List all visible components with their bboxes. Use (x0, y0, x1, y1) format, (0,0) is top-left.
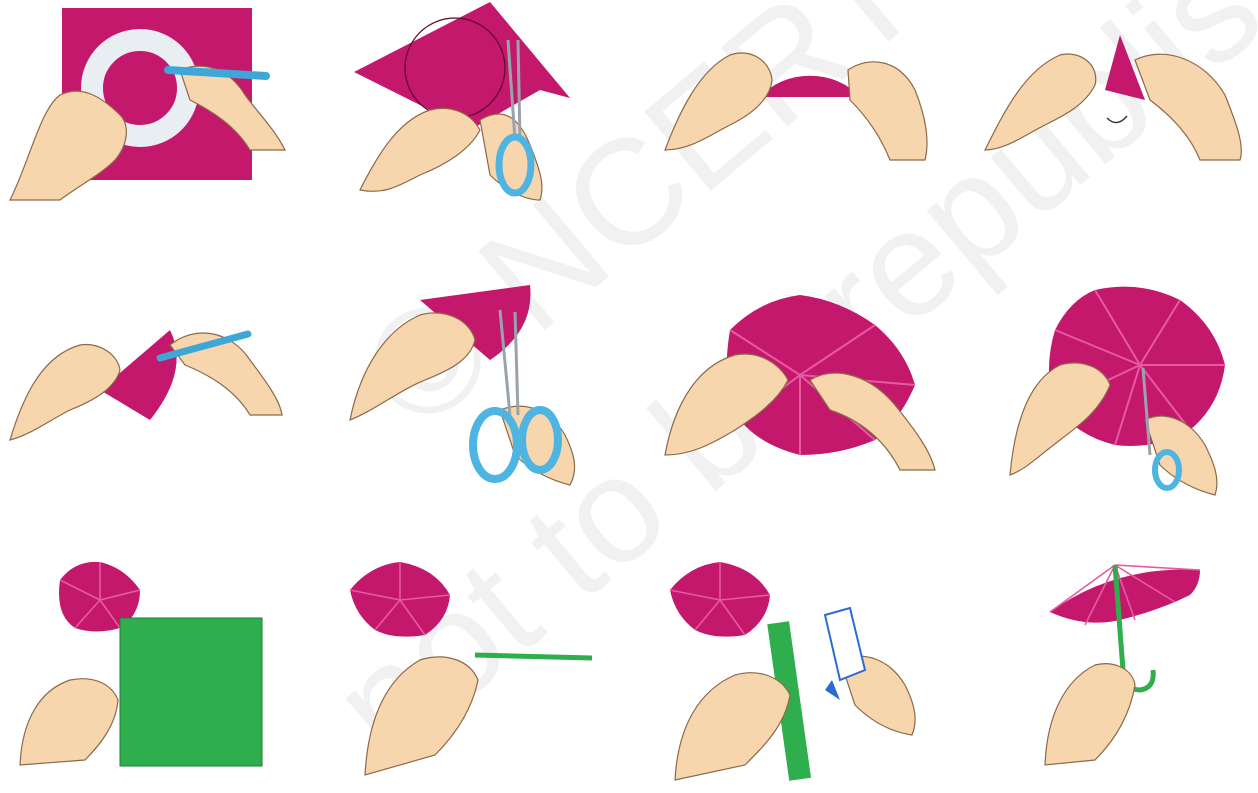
hand (20, 679, 118, 765)
left-hand (665, 53, 772, 150)
left-hand (10, 345, 120, 440)
green-paper-sheet (120, 618, 262, 766)
scissor-handle-left (473, 411, 517, 479)
half-circle (760, 76, 860, 97)
left-hand (360, 108, 480, 191)
step-12-finished-umbrella (975, 540, 1258, 790)
right-hand (170, 333, 282, 415)
step-1-trace-circle (0, 0, 300, 250)
left-hand (675, 673, 790, 780)
left-hand (350, 313, 475, 420)
step-5-mark-wedge (0, 270, 300, 520)
left-hand (10, 91, 126, 200)
step-9-green-sheet (0, 540, 300, 790)
step-6-cut-scallops (340, 270, 640, 520)
step-11-glue-stick (660, 540, 960, 790)
step-7-unfold-canopy (660, 270, 960, 520)
left-hand (985, 54, 1096, 150)
step-10-roll-stick (340, 540, 640, 790)
fold-arrow (1107, 116, 1127, 123)
step-8-make-hole (975, 270, 1258, 520)
step-3-fold-half (660, 0, 960, 250)
green-stick (475, 655, 592, 658)
glue-bottle (825, 608, 865, 680)
right-hand (848, 62, 927, 160)
glue-tip (825, 680, 840, 700)
hand (1045, 664, 1135, 765)
step-2-cut-circle (340, 0, 640, 250)
pink-paper-sheet (354, 2, 570, 130)
hand (365, 657, 478, 775)
step-4-fold-quarter (975, 0, 1258, 250)
right-hand (1135, 54, 1241, 160)
